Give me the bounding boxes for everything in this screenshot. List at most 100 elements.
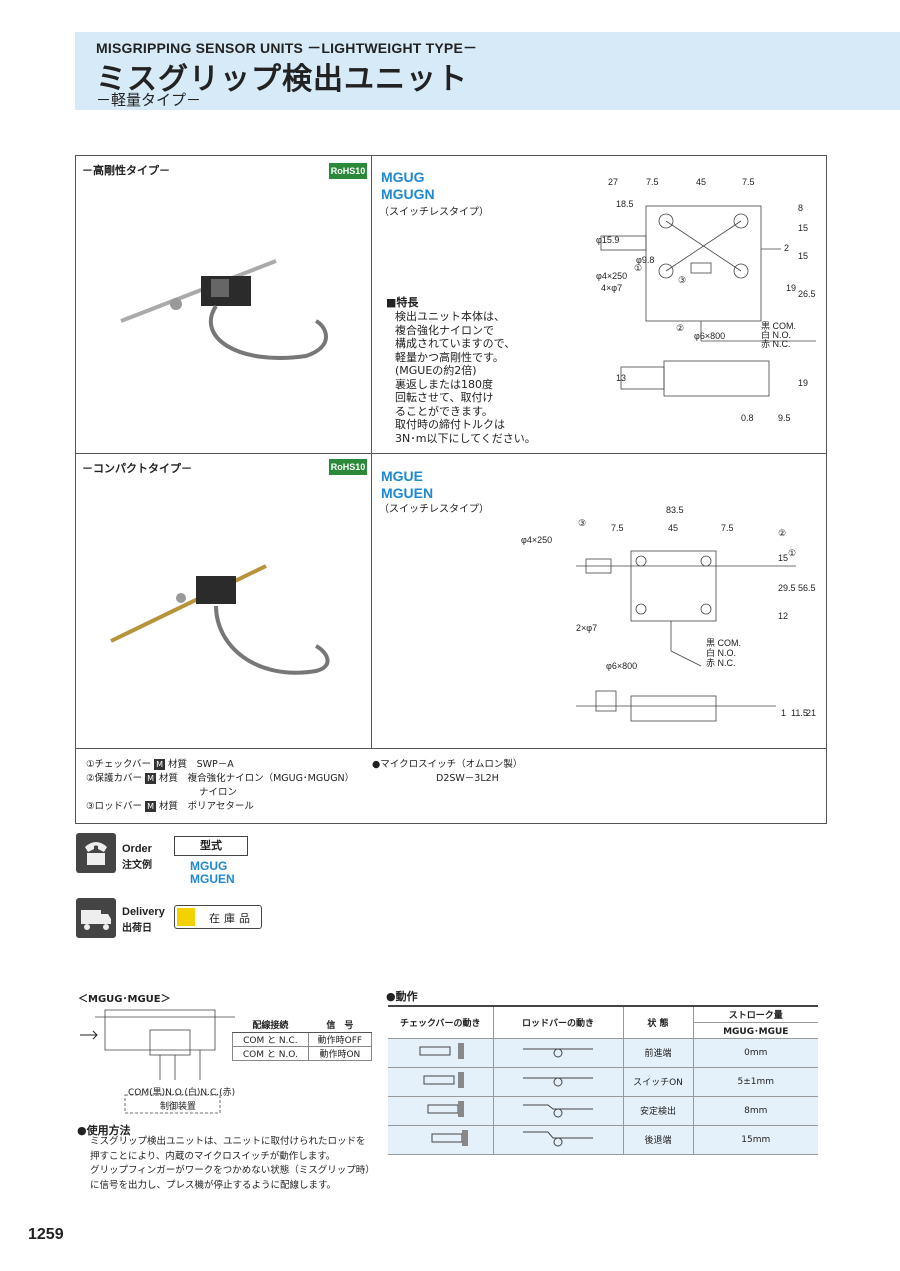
features-title: ■特長 (386, 296, 419, 309)
dim2-top-7-5: 7.5 (611, 523, 624, 533)
wiring-labels: COM(黒)N.O.(白)N.C.(赤) (128, 1088, 236, 1098)
feature-line: 取付時の締付トルクは (395, 418, 505, 431)
page-title: ミスグリップ検出ユニット (96, 62, 468, 97)
mark2-2: ② (778, 528, 786, 538)
order-label-ja: 注文例 (122, 860, 152, 871)
model-list-2: MGUE MGUEN (381, 468, 433, 502)
dim-18-5: 18.5 (616, 199, 634, 209)
op-stroke: 8mm (693, 1096, 818, 1126)
rod-bar-figure (523, 1131, 593, 1147)
header-band (75, 32, 900, 110)
rod-bar-figure (523, 1077, 593, 1087)
wiring-cell: COM と N.O. (232, 1045, 309, 1061)
dim2-rod: φ4×250 (521, 535, 552, 545)
delivery-label-en: Delivery (122, 906, 165, 918)
op-subheader: MGUG･MGUE (693, 1022, 818, 1039)
truck-icon (76, 898, 116, 938)
op-stroke: 0mm (693, 1038, 818, 1068)
order-label-en: Order (122, 843, 152, 855)
usage-body: ミスグリップ検出ユニットは、ユニットに取付けられたロッドを 押すことにより、内蔵… (90, 1135, 375, 1193)
wiring-header: 信 号 (308, 1018, 372, 1033)
rohs-badge-2: RoHS10 (329, 459, 367, 475)
product-photo-mgug (120, 259, 328, 360)
wiring-title: ＜MGUG･MGUE＞ (78, 994, 171, 1005)
operation-table: チェックバーの動き ロッドバーの動き 状 態 ストローク量 MGUG･MGUE … (388, 1005, 818, 1155)
order-model: MGUEN (190, 872, 235, 886)
control-device: 制御装置 (160, 1102, 197, 1112)
dim2-side-11-5: 11.5 (791, 708, 808, 718)
model-mgug: MGUG (381, 169, 425, 185)
dim2-holes: 2×φ7 (576, 623, 597, 633)
mark-3: ③ (678, 275, 686, 285)
dim-15-9: φ15.9 (596, 235, 619, 245)
dim-rod: φ4×250 (596, 271, 627, 281)
dim2-top-45: 45 (668, 523, 678, 533)
switchless-note-2: （スイッチレスタイプ） (379, 504, 489, 515)
dim-top-7-5b: 7.5 (742, 177, 755, 187)
mark-1: ① (634, 263, 642, 273)
title-english: MISGRIPPING SENSOR UNITS －LIGHTWEIGHT TY… (96, 40, 478, 56)
delivery-label-ja: 出荷日 (122, 923, 152, 934)
switchless-note-1: （スイッチレスタイプ） (379, 207, 489, 218)
section1-label: －高剛性タイプ－ (82, 164, 170, 177)
model-mgugn: MGUGN (381, 186, 435, 202)
dim-side-9-5: 9.5 (778, 413, 791, 423)
rod-bar-figure (523, 1104, 593, 1118)
wiring-cell: COM と N.C. (232, 1031, 309, 1047)
product-box: －高剛性タイプ－ RoHS10 MGUG MGUGN （スイッチレスタイプ） ■… (75, 155, 827, 824)
rod-bar-figure (523, 1048, 593, 1058)
dim2-side-21: 21 (806, 708, 816, 718)
wire-white: 白 N.O. (761, 329, 791, 340)
stock-text: 在庫品 (209, 912, 254, 925)
stock-badge: 在庫品 (174, 905, 262, 929)
wiring-cell: 動作時OFF (307, 1031, 373, 1047)
feature-line: 3N･m以下にしてください。 (395, 431, 536, 445)
usage-title: ●使用方法 (77, 1124, 131, 1137)
product-photo-mgue (110, 564, 330, 675)
dim2-right-29-5: 29.5 (778, 583, 796, 593)
dim-side-0-8: 0.8 (741, 413, 754, 423)
microswitch-model: D2SW－3L2H (436, 773, 499, 784)
operation-title: ●動作 (386, 990, 418, 1003)
op-state: 安定検出 (623, 1096, 694, 1126)
feature-line: (MGUEの約2倍) (395, 364, 477, 377)
section-divider (76, 453, 826, 454)
dim2-top-7-5b: 7.5 (721, 523, 734, 533)
op-state: 前進端 (623, 1038, 694, 1068)
wire2-black: 黒 COM. (706, 638, 741, 648)
feature-line: ることができます。 (395, 404, 493, 418)
dim2-cable: φ6×800 (606, 661, 637, 671)
usage-line: に信号を出力し、プレス機が停止するように配線します。 (90, 1179, 337, 1191)
feature-line: 構成されていますので、 (395, 337, 516, 350)
op-header: チェックバーの動き (388, 1006, 494, 1039)
box-icon (177, 908, 195, 926)
feature-line: 複合強化ナイロンで (395, 323, 494, 337)
dim-top-45: 45 (696, 177, 706, 187)
materials-divider (76, 748, 826, 749)
usage-line: ミスグリップ検出ユニットは、ユニットに取付けられたロッドを (90, 1136, 366, 1147)
feature-line: 裏返しまたは180度 (395, 377, 493, 391)
op-header: ロッドバーの動き (493, 1006, 624, 1039)
check-bar-figure (423, 1072, 465, 1088)
check-bar-figure (431, 1130, 469, 1146)
wiring-cell: 動作時ON (307, 1045, 373, 1061)
usage-line: 押すことにより、内蔵のマイクロスイッチが動作します。 (90, 1150, 336, 1162)
dim-right-15b: 15 (798, 251, 808, 261)
check-bar-figure (427, 1101, 465, 1117)
dim-side-19: 19 (798, 378, 808, 388)
material-row: ナイロン (199, 787, 238, 798)
wire-black: 黒 COM. (761, 321, 796, 331)
op-stroke: 15mm (693, 1125, 818, 1155)
wiring-table: 配線接続信 号 COM と N.C.動作時OFF COM と N.O.動作時ON (232, 1018, 373, 1061)
dim-holes: 4×φ7 (601, 283, 622, 293)
order-models: MGUG MGUEN (190, 860, 235, 886)
order-model: MGUG (190, 859, 228, 873)
microswitch-label: ●マイクロスイッチ（オムロン製） (372, 759, 523, 770)
op-header: ストローク量 (693, 1006, 818, 1023)
type-header: 型式 (174, 836, 248, 856)
